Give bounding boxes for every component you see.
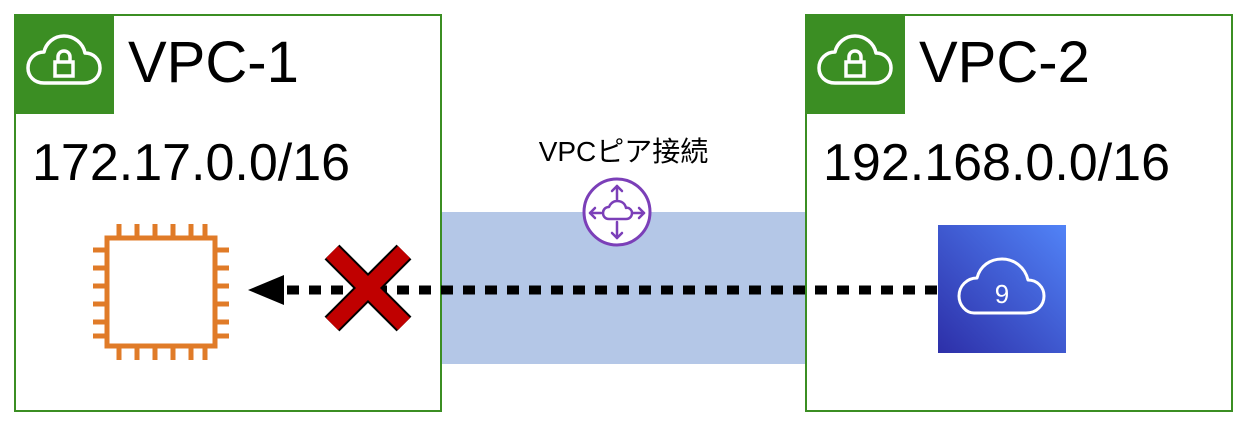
peering-router-icon: [582, 177, 652, 247]
vpc-1-group: VPC-1 172.17.0.0/16: [14, 14, 442, 412]
peering-label: VPCピア接続: [538, 136, 709, 167]
ec2-chip-icon: [93, 224, 229, 360]
vpc-2-cidr: 192.168.0.0/16: [823, 134, 1170, 192]
cloud9-glyph: 9: [995, 279, 1009, 309]
blocked-connection-arrow: [248, 275, 937, 305]
cloud9-icon: 9: [938, 225, 1066, 353]
vpc-2-title: VPC-2: [919, 30, 1090, 95]
vpc-2-group: VPC-2 192.168.0.0/16: [805, 14, 1233, 412]
cloud-lock-icon: [805, 14, 905, 114]
red-x-icon: [324, 244, 412, 332]
vpc-1-title: VPC-1: [128, 30, 299, 95]
vpc-1-cidr: 172.17.0.0/16: [32, 134, 351, 192]
cloud-lock-icon: [14, 14, 114, 114]
